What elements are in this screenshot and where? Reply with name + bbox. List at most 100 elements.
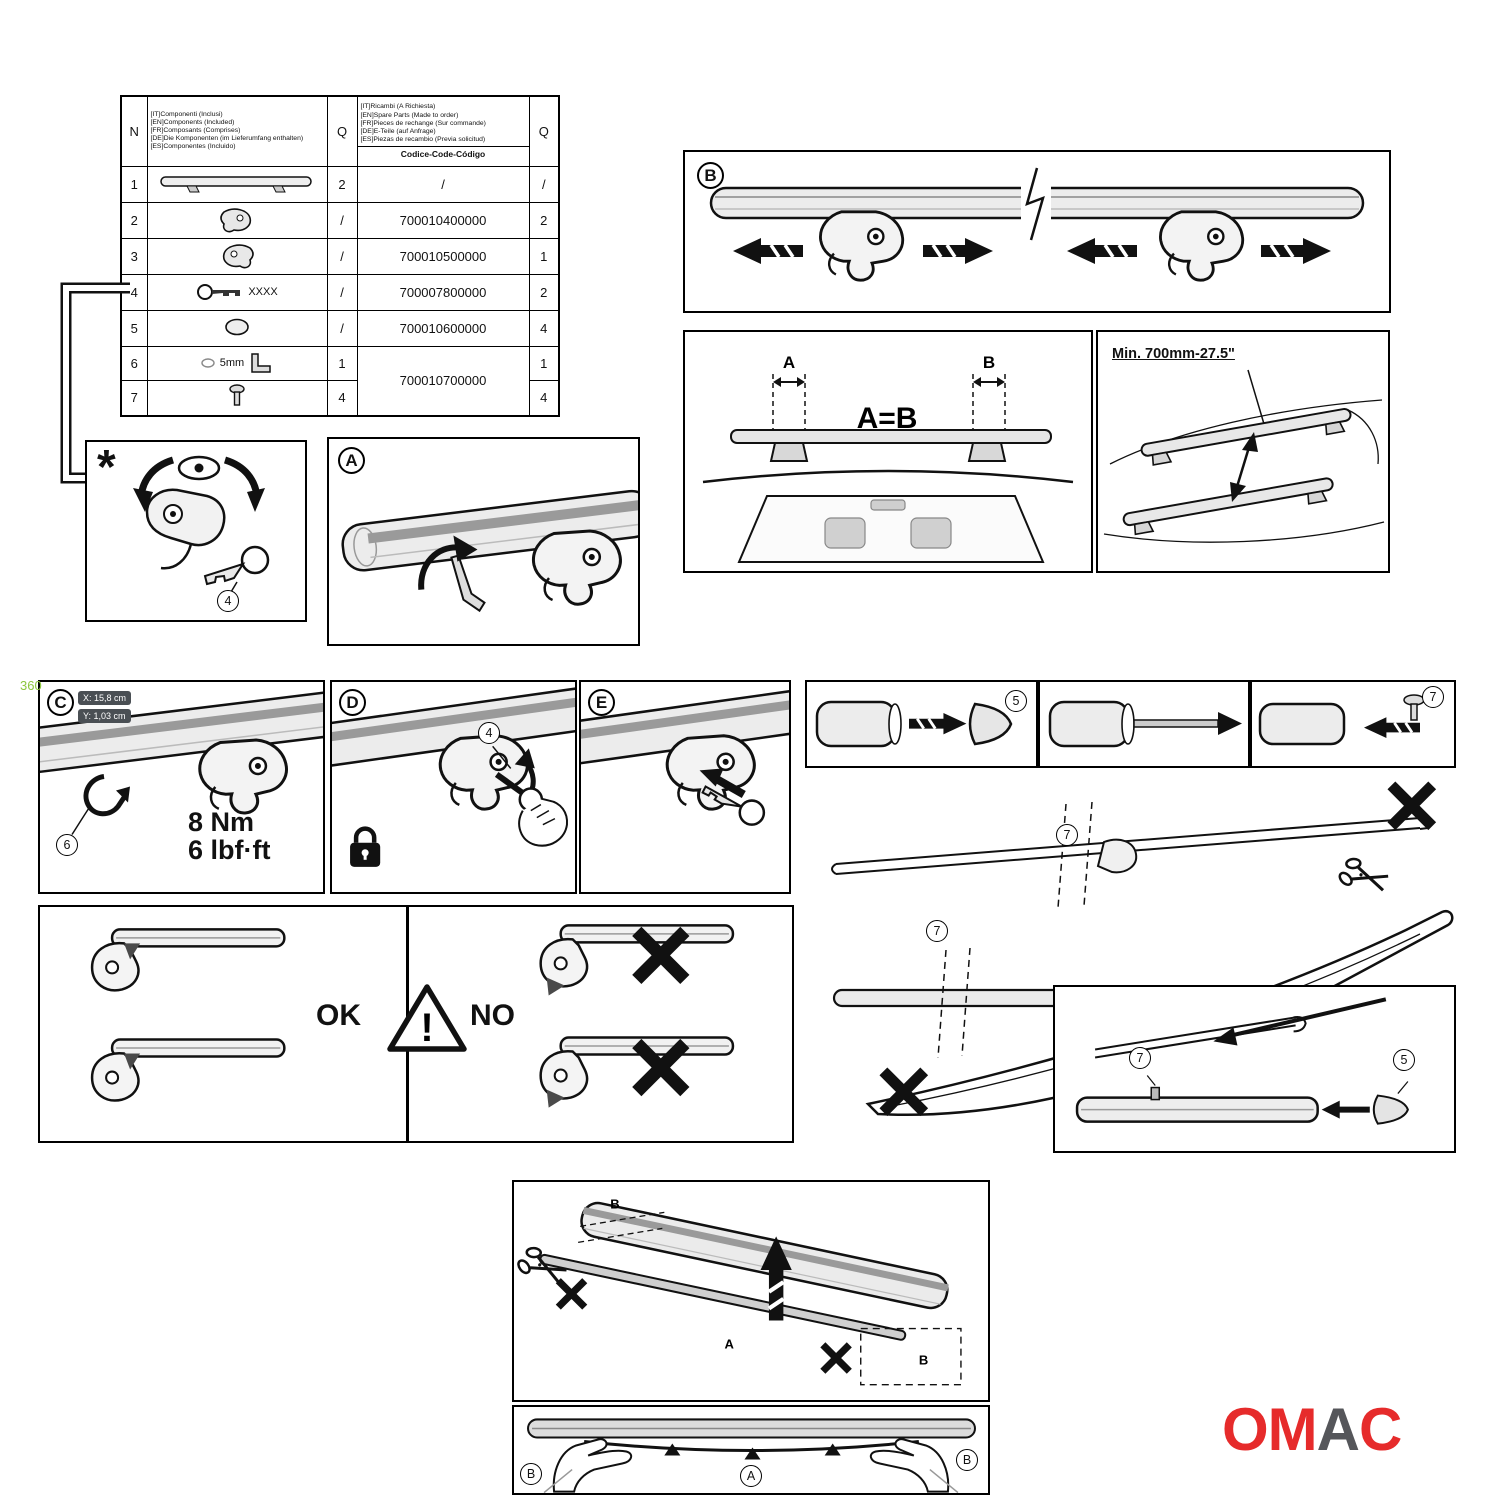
step-a-label: A [338,447,365,474]
clamp-icon [222,243,254,268]
ok-no-illustration [90,924,735,1108]
part-image-cell: XXXX [146,273,328,311]
end-cap-icon [968,702,1013,746]
min-span-illustration [1103,369,1385,543]
hand-icon [869,1438,950,1493]
x-mark-icon [823,1345,849,1371]
logo-letter-m: M [1267,1396,1318,1463]
spare-line-es: [ES]Piezas de recambio (Previa solicitud… [360,135,486,143]
torque-nm: 8 Nm [188,807,255,837]
star-label: * [97,441,116,494]
part-number: 1 [120,165,148,203]
part-image-cell [146,165,328,203]
part-number: 2 [120,201,148,239]
key-code-label: XXXX [248,286,278,298]
warning-triangle-icon: ! [387,984,467,1052]
part-code: 700010500000 [356,237,530,275]
rail-detail-illustration [1075,997,1409,1125]
part-code: 700007800000 [356,273,530,311]
included-line-it: [IT]Componenti (Inclusi) [150,110,223,118]
hand-icon [518,797,568,847]
callout-cap: 5 [1393,1049,1415,1071]
qty-spare: 1 [528,237,560,275]
x-mark-icon [558,1281,584,1307]
panel-step-c: C X: 15,8 cm Y: 1,03 cm 8 Nm 6 lbf·ft 6 [38,680,325,894]
included-line-es: [ES]Componentes (Incluido) [150,143,236,151]
dim-a-label: A [783,353,795,372]
allen-size-label: 5mm [219,357,245,369]
included-header-cell: [IT]Componenti (Inclusi) [EN]Components … [146,95,328,167]
callout-pin-lower: 7 [926,920,948,942]
spare-header-cell: [IT]Ricambi (A Richiesta) [EN]Spare Part… [356,95,530,167]
cap-insert-illustration [815,700,1013,748]
step-c-label: C [47,689,74,716]
panel-pin-insert: 7 [1250,680,1456,768]
col-header-n: N [120,95,148,167]
key-insert-illustration [581,688,789,826]
rubber-strip-illustration: A B B [514,1196,962,1386]
qty-spare: 2 [528,273,560,311]
end-cap-icon [225,318,249,335]
ok-text: OK [316,999,361,1032]
table-row: 7 4 4 [120,379,560,417]
qty-spare: 1 [528,345,560,381]
spare-line-it: [IT]Ricambi (A Richiesta) [360,103,436,111]
part-code: 700010600000 [356,309,530,347]
panel-ok-no: OK NO ! [38,905,794,1143]
hex-socket-icon [201,358,215,368]
callout-b-right: B [956,1449,978,1471]
table-row: 1 2 / / [120,165,560,203]
watermark-360: 360 [20,678,42,693]
part-code: 700010400000 [356,201,530,239]
qty-included: 2 [326,165,358,203]
key-icon [701,785,766,826]
clamp-icon [220,207,252,232]
qty-included: / [326,237,358,275]
strip-label-b-top: B [610,1196,619,1211]
panel-min-span: Min. 700mm-27.5" [1096,330,1390,573]
step-b-label: B [697,162,724,189]
panel-hands: B A B [512,1405,990,1495]
break-symbol [1025,167,1045,241]
qty-included: / [326,201,358,239]
panel-measure: A B A=B [683,330,1093,573]
part-number: 3 [120,237,148,275]
callout-pin: 7 [1422,686,1444,708]
bar-allen-illustration [341,489,638,613]
lock-illustration [332,686,575,867]
part-code: / [356,165,530,203]
qty-spare: 4 [528,309,560,347]
included-line-fr: [FR]Composants (Comprises) [150,127,241,135]
no-text: NO [470,999,515,1032]
panel-step-a: A [327,437,640,646]
callout-cap: 5 [1005,690,1027,712]
code-header: Codice-Code-Código [358,146,528,161]
dimension-chip-x: X: 15,8 cm [78,691,132,705]
key-use-illustration [133,455,270,593]
t-bolt-icon [229,384,245,406]
strip-label-b-right: B [919,1353,928,1368]
part-image-cell [146,237,328,275]
arrow-right-icon [1259,236,1333,266]
arrow-left-icon [731,236,805,266]
warning-exclaim: ! [420,1006,433,1050]
panel-cap-insert: 5 [805,680,1038,768]
parts-table: N [IT]Componenti (Inclusi) [EN]Component… [120,95,560,417]
part-image-cell [146,379,328,417]
measure-illustration: A B A=B [702,353,1074,563]
torque-lbf: 6 lbf·ft [188,835,271,866]
qty-included: / [326,273,358,311]
qty-spare: 2 [528,201,560,239]
callout-b-left: B [520,1463,542,1485]
min-span-text: Min. 700mm-27.5" [1112,346,1235,362]
callout-pin: 7 [1129,1047,1151,1069]
spare-line-en: [EN]Spare Parts (Made to order) [360,111,459,119]
strip-label-a: A [724,1337,734,1352]
included-header: [IT]Componenti (Inclusi) [EN]Components … [148,109,326,154]
part-code: 700010700000 [356,345,530,417]
hands-illustration [527,1418,976,1493]
part-image-cell: 5mm [146,345,328,381]
key-icon [197,284,241,300]
arrow-left-icon [1065,236,1139,266]
